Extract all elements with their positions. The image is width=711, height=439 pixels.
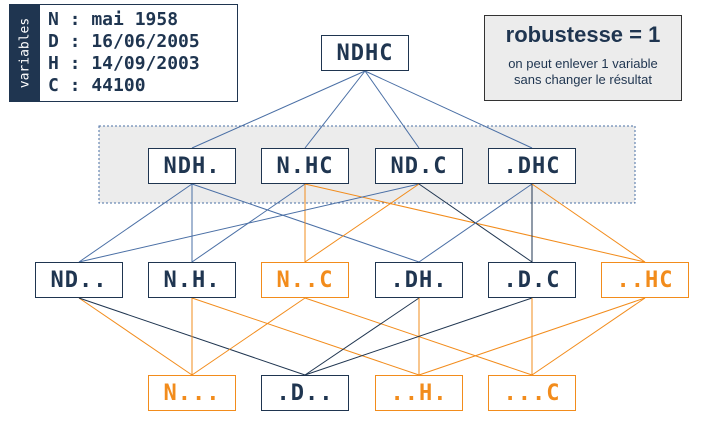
edge-dc-d — [304, 297, 533, 376]
edge-ndhc-nhc — [304, 70, 366, 149]
variables-list: N : mai 1958 D : 16/06/2005 H : 14/09/20… — [48, 9, 200, 97]
robustness-description: on peut enlever 1 variable sans changer … — [485, 56, 681, 88]
node-nc[interactable]: N..C — [261, 262, 349, 298]
edge-ndhc-ndh — [191, 70, 366, 149]
edge-nd-n — [78, 297, 193, 376]
edge-ndhc-dhc — [364, 70, 533, 149]
variable-line-h: H : 14/09/2003 — [48, 53, 200, 74]
node-c[interactable]: ...C — [488, 375, 576, 411]
variable-line-d: D : 16/06/2005 — [48, 31, 200, 52]
edge-ndh-nd — [78, 183, 193, 263]
edge-dh-d — [304, 297, 420, 376]
edge-dhc-hc — [531, 183, 646, 263]
node-ndc[interactable]: ND.C — [375, 148, 463, 184]
robustness-panel: robustesse = 1 on peut enlever 1 variabl… — [484, 15, 682, 101]
edge-dhc-dh — [418, 183, 533, 263]
node-ndhc[interactable]: NDHC — [321, 35, 409, 71]
node-dh[interactable]: .DH. — [375, 262, 463, 298]
node-dhc[interactable]: .DHC — [488, 148, 576, 184]
edge-nc-n — [191, 297, 306, 376]
edge-ndc-nd — [78, 183, 420, 263]
node-ndh[interactable]: NDH. — [148, 148, 236, 184]
node-nh[interactable]: N.H. — [148, 262, 236, 298]
edge-ndc-nc — [304, 183, 420, 263]
node-nd[interactable]: ND.. — [35, 262, 123, 298]
node-d[interactable]: .D.. — [261, 375, 349, 411]
node-dc[interactable]: .D.C — [488, 262, 576, 298]
robustness-description-line1: on peut enlever 1 variable — [508, 56, 658, 71]
variables-panel: variables N : mai 1958 D : 16/06/2005 H … — [9, 4, 238, 102]
variables-tab: variables — [10, 5, 40, 101]
edge-hc-h — [418, 297, 646, 376]
edge-nh-h — [191, 297, 420, 376]
node-nhc[interactable]: N.HC — [261, 148, 349, 184]
edge-ndhc-ndc — [364, 70, 420, 149]
edge-hc-c — [531, 297, 646, 376]
robustness-description-line2: sans changer le résultat — [513, 72, 653, 87]
node-h[interactable]: ..H. — [375, 375, 463, 411]
variables-tab-label: variables — [17, 17, 33, 89]
node-hc[interactable]: ..HC — [601, 262, 689, 298]
node-n[interactable]: N... — [148, 375, 236, 411]
variable-line-n: N : mai 1958 — [48, 9, 179, 30]
variable-line-c: C : 44100 — [48, 75, 146, 96]
robustness-title: robustesse = 1 — [505, 22, 661, 47]
